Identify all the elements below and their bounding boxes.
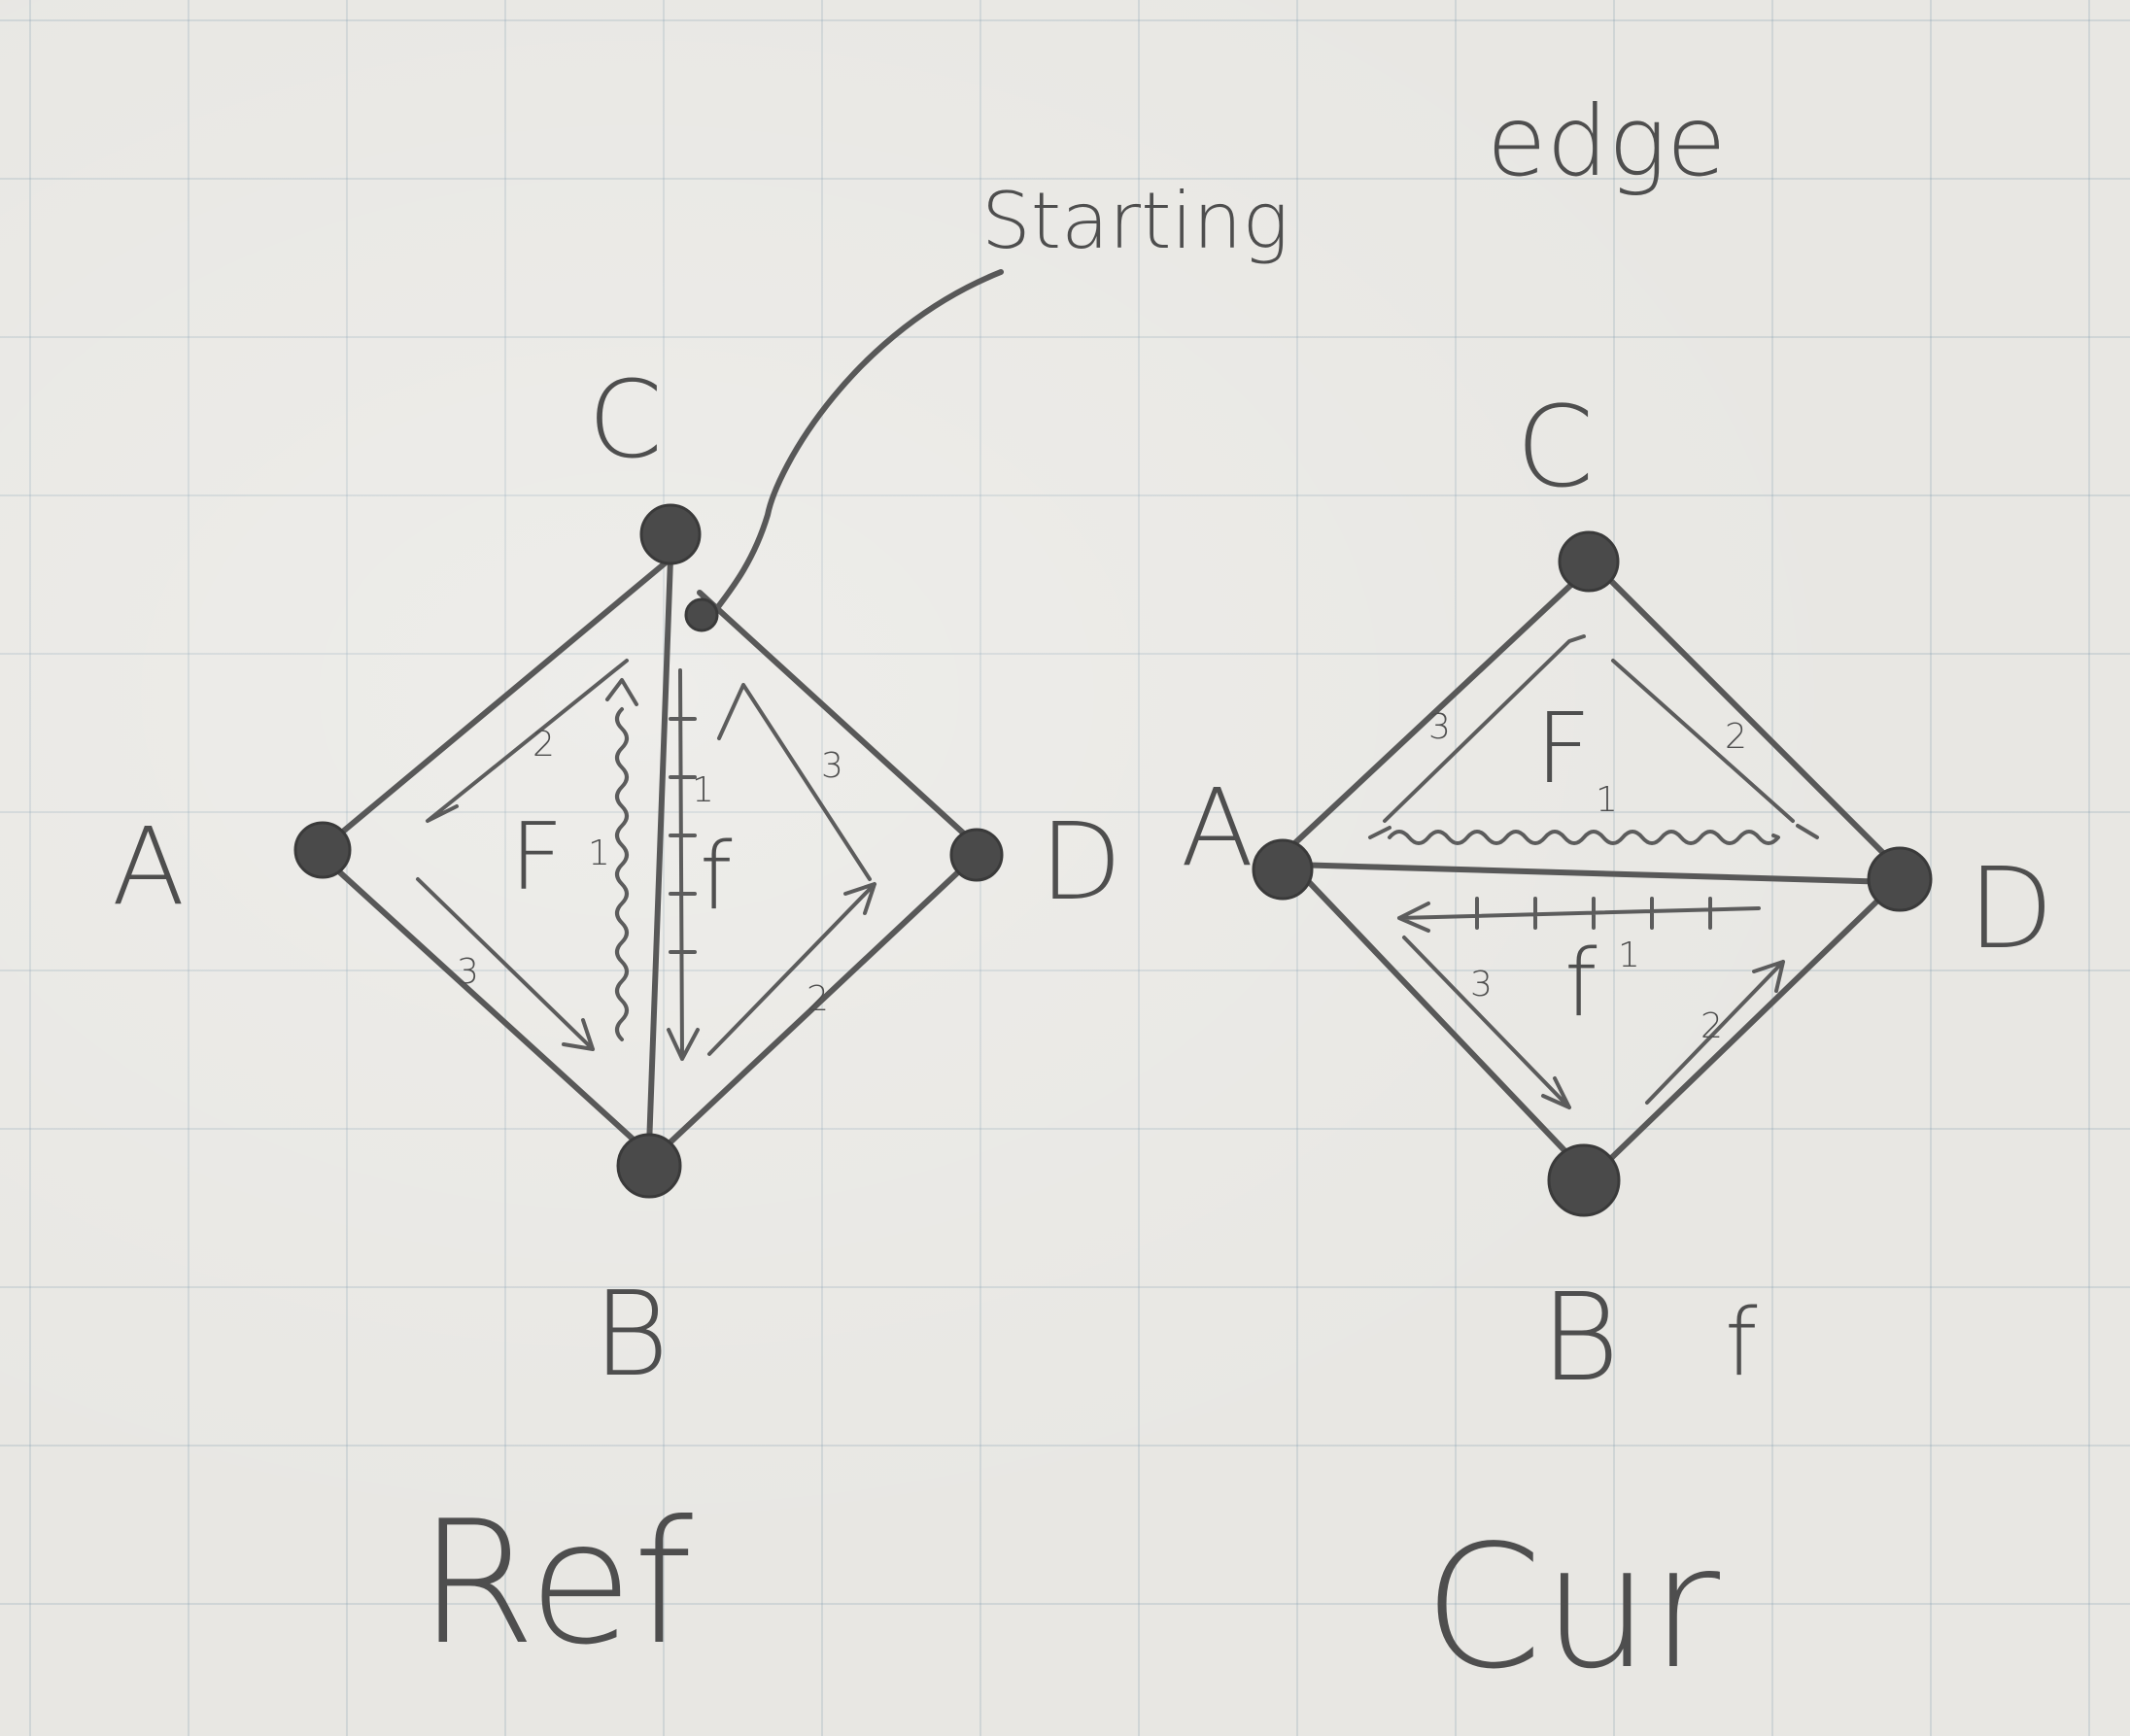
cur-halfedge-top-left xyxy=(1383,634,1586,823)
ref-num-left-mid: 1 xyxy=(588,834,610,873)
cur-halfedge-top-mid xyxy=(1368,824,1819,845)
ref-vertex-b xyxy=(616,1133,682,1199)
ref-num-left-bottom: 3 xyxy=(457,952,479,992)
ref-num-right-top: 3 xyxy=(821,746,843,786)
cur-vertex-d xyxy=(1867,846,1933,912)
cur-halfedge-top-right xyxy=(1611,659,1795,823)
cur-num-bottom-left: 3 xyxy=(1470,965,1493,1004)
cur-diagram: C A D B F f f 3 1 2 3 1 2 Cur xyxy=(1181,383,2054,1707)
cur-edge-a-b xyxy=(1289,862,1582,1169)
ref-edge-d-c xyxy=(697,590,979,848)
ref-label-b: B xyxy=(593,1268,670,1403)
cur-halfedge-bottom-mid xyxy=(1397,897,1761,933)
cur-label-b: B xyxy=(1540,1268,1620,1409)
ref-halfedge-left-top xyxy=(426,659,629,823)
cur-edge-a-d xyxy=(1289,862,1898,885)
ref-edge-c-b xyxy=(646,556,673,1149)
ref-edge-b-d xyxy=(658,852,979,1154)
ref-diagram: C A D B F f 2 1 3 3 1 2 Ref xyxy=(112,269,1122,1683)
cur-vertex-b xyxy=(1547,1143,1621,1217)
cur-face-bottom: f xyxy=(1564,931,1598,1038)
cur-edge-c-d xyxy=(1600,570,1903,872)
starting-edge-annotation: edge Starting xyxy=(981,85,1727,266)
cur-label-d: D xyxy=(1968,844,2054,974)
cur-num-top-right: 2 xyxy=(1725,717,1747,757)
ref-num-right-mid: 1 xyxy=(692,770,714,810)
ref-face-left: F xyxy=(510,804,564,911)
ref-edge-c-a xyxy=(318,556,673,853)
ref-halfedge-left-mid xyxy=(605,678,638,1041)
cur-face-below-b: f xyxy=(1725,1290,1758,1397)
cur-edge-c-a xyxy=(1285,565,1592,853)
annotation-line1: edge xyxy=(1487,85,1727,198)
ref-edge-a-b xyxy=(318,852,649,1154)
ref-halfedge-left-bottom xyxy=(416,877,595,1051)
starting-edge-marker xyxy=(684,597,719,632)
ref-num-left-top: 2 xyxy=(532,725,555,765)
ref-vertex-a xyxy=(293,821,352,879)
cur-num-bottom-mid: 1 xyxy=(1618,936,1640,975)
cur-num-top-left: 3 xyxy=(1428,707,1451,747)
cur-num-bottom-right: 2 xyxy=(1701,1006,1723,1046)
cur-halfedge-bottom-right xyxy=(1645,960,1785,1105)
ref-halfedge-right-mid xyxy=(667,668,700,1061)
cur-num-top-mid: 1 xyxy=(1596,780,1618,820)
cur-label-a: A xyxy=(1181,766,1254,890)
annotation-line2: Starting xyxy=(981,176,1288,266)
cur-vertex-c xyxy=(1558,530,1620,593)
ref-label-a: A xyxy=(112,804,185,929)
cur-halfedge-bottom-left xyxy=(1402,936,1571,1109)
cur-vertex-a xyxy=(1252,838,1314,901)
ref-caption: Ref xyxy=(418,1485,693,1683)
ref-halfedge-right-top xyxy=(717,683,872,881)
cur-label-c: C xyxy=(1516,383,1594,513)
ref-label-d: D xyxy=(1040,800,1122,924)
ref-vertex-d xyxy=(949,828,1004,882)
cur-face-top: F xyxy=(1535,692,1592,805)
ref-num-right-bottom: 2 xyxy=(807,979,829,1019)
ref-vertex-c xyxy=(639,503,702,565)
starting-edge-callout-line xyxy=(711,269,1004,615)
ref-face-right: f xyxy=(700,824,733,931)
cur-edge-d-b xyxy=(1600,881,1898,1169)
ref-halfedge-right-bottom xyxy=(707,882,876,1056)
ref-label-c: C xyxy=(588,357,663,482)
cur-caption: Cur xyxy=(1424,1510,1720,1707)
